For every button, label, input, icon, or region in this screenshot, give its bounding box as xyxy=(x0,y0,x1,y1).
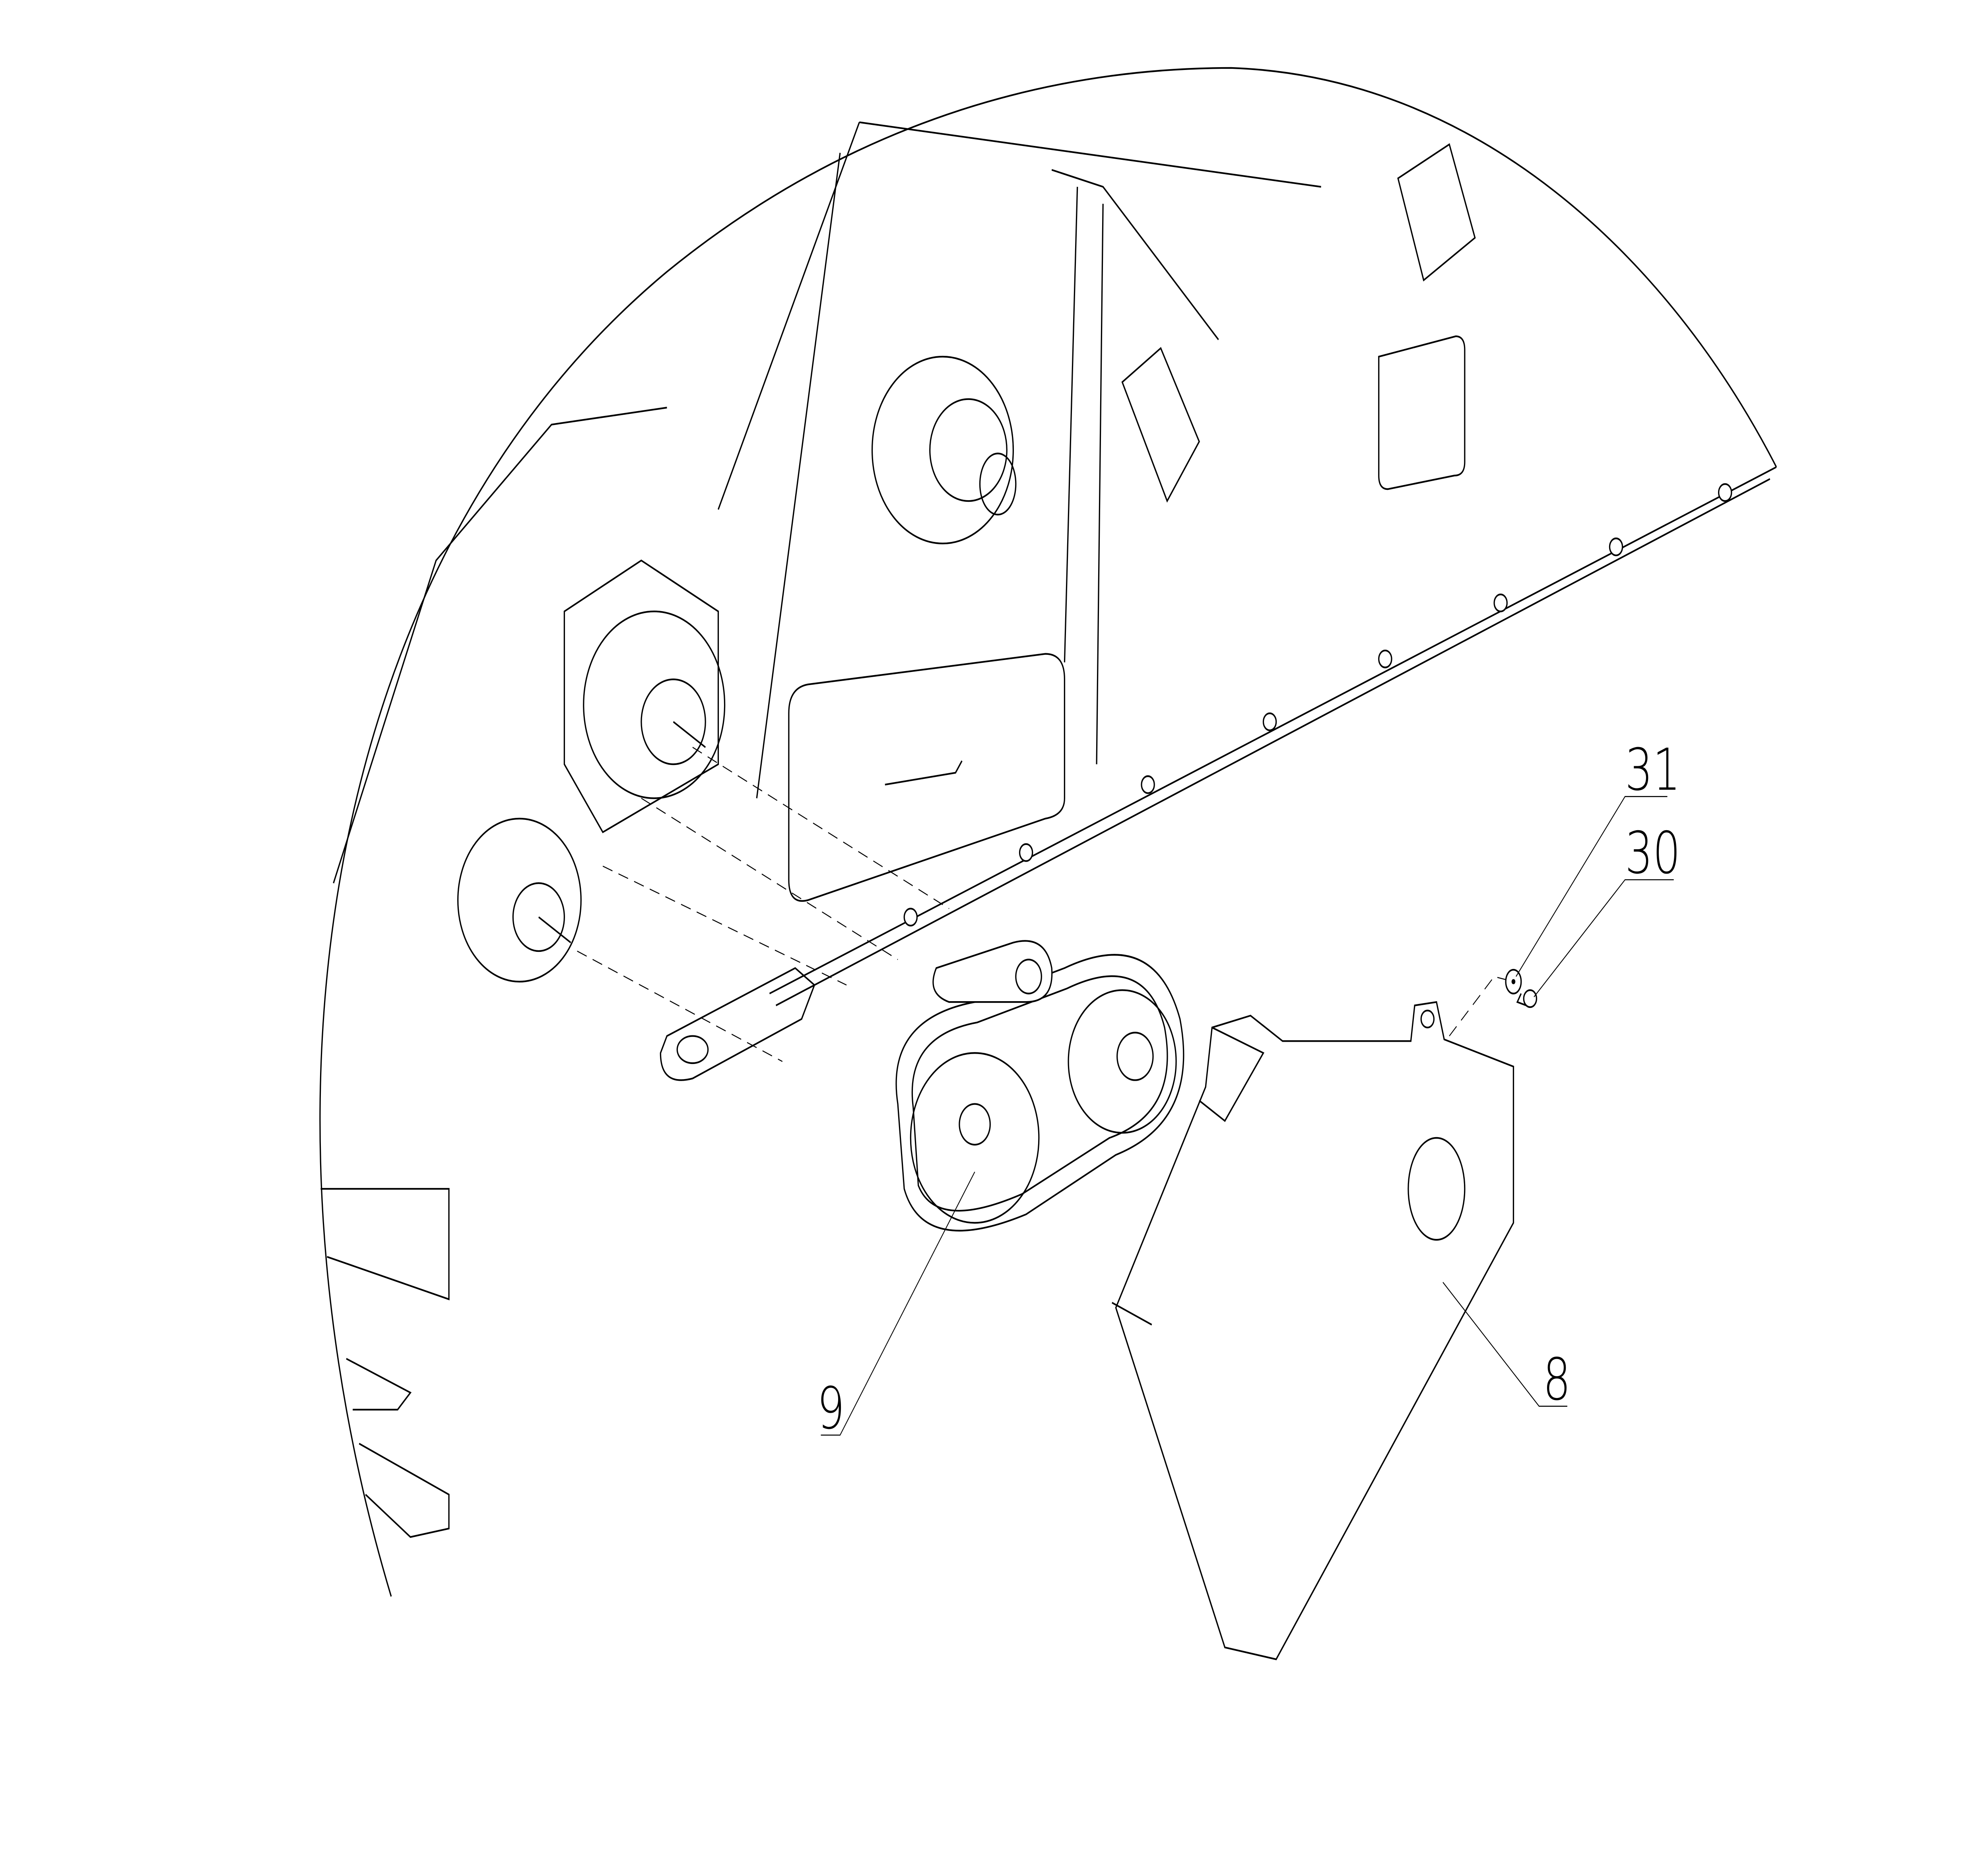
cover-plate-hole xyxy=(1408,1137,1466,1241)
callout-label-31: 31 xyxy=(1625,737,1681,804)
chain-sprocket-assembly xyxy=(895,940,1184,1232)
cover-plate xyxy=(1112,1001,1514,1660)
lower-sprocket xyxy=(910,1052,1040,1224)
callout-label-8: 8 xyxy=(1543,1347,1571,1413)
bolt-30 xyxy=(1516,989,1538,1008)
callout-label-9: 9 xyxy=(817,1375,845,1442)
callout-31: 31 xyxy=(1516,737,1681,977)
frame-panel xyxy=(320,121,1777,1538)
chain-tensioner xyxy=(932,940,1053,1003)
detail-view-boundary xyxy=(319,67,1777,1597)
callout-30: 30 xyxy=(1534,820,1681,998)
washer-31 xyxy=(1505,969,1522,994)
callout-label-30: 30 xyxy=(1625,820,1681,887)
upper-sprocket xyxy=(1068,989,1177,1134)
callout-9: 9 xyxy=(817,1171,975,1442)
callout-8: 8 xyxy=(1442,1282,1571,1413)
frame-bolts xyxy=(903,483,1732,927)
